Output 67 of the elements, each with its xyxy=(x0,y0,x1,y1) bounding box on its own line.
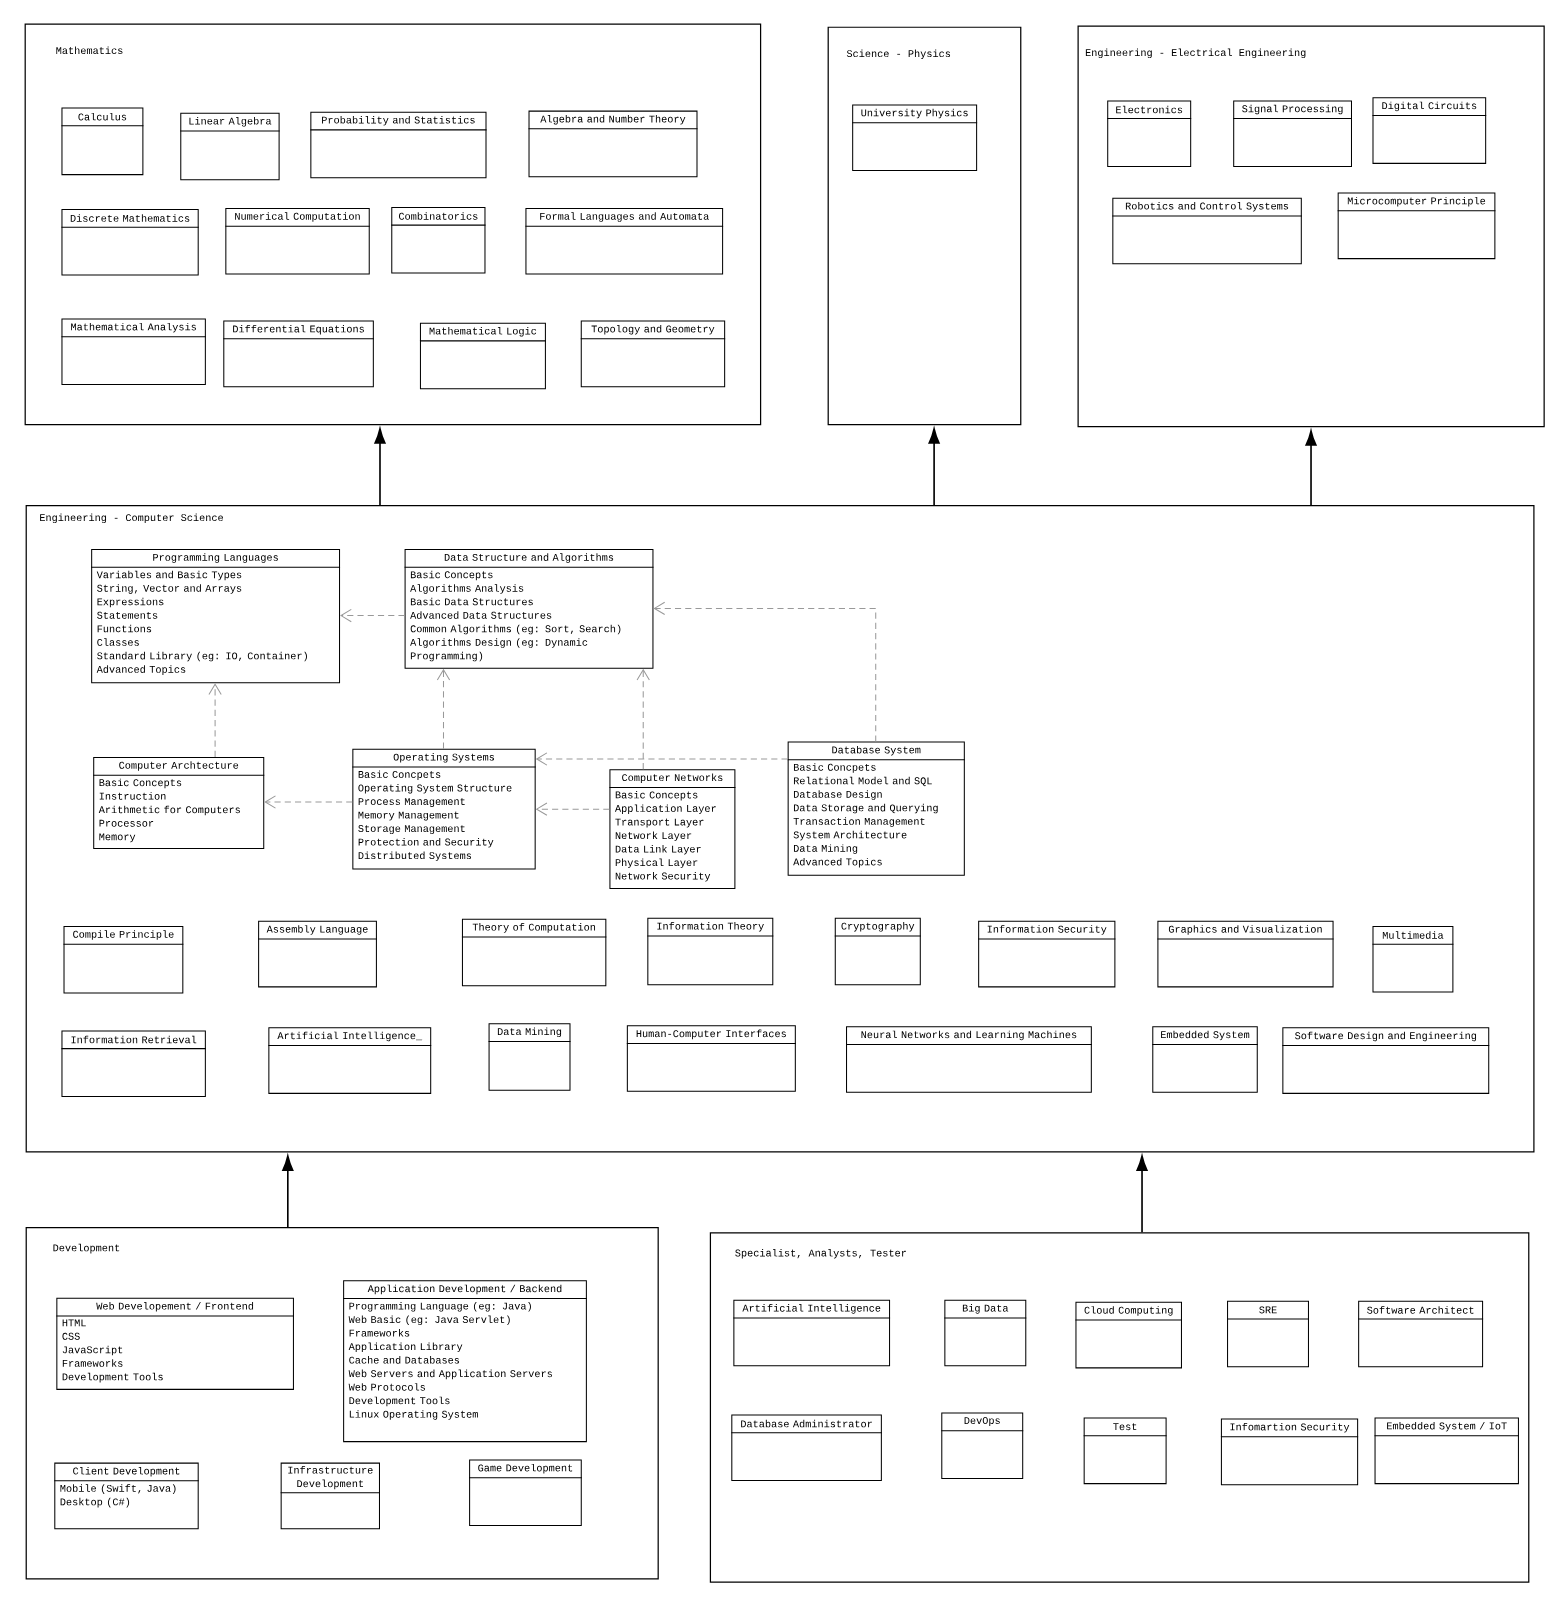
class-box: Operating Systems Basic Concpets Operating System Structure Process Management Memory Management Storage Management Protection and Security Distributed Systems xyxy=(351,748,537,870)
topic-box: Big Data xyxy=(943,1299,1027,1367)
arrow xyxy=(653,601,877,743)
topic-box: Artificial Intelligence xyxy=(732,1299,891,1367)
arrow xyxy=(535,752,789,766)
topic-box: Software Architect xyxy=(1357,1300,1484,1368)
topic-box: SRE xyxy=(1226,1300,1310,1368)
topic-box: Embedded System xyxy=(1151,1026,1259,1093)
class-box: Programming Languages Variables and Basic Types String, Vector and Arrays Expressions Statements Functions Classes Standard Library (eg: IO, Container) Advanced Topics xyxy=(90,549,341,684)
topic-box: Human-Computer Interfaces xyxy=(626,1025,797,1092)
topic-box: Game Development xyxy=(468,1459,583,1527)
topic-box: Database Administrator xyxy=(730,1414,883,1482)
topic-box: Information Theory xyxy=(646,917,774,986)
arrow xyxy=(636,668,650,770)
topic-box: Information Security xyxy=(977,920,1116,988)
topic-box: Infrastructure Development xyxy=(280,1462,381,1530)
topic-box: Signal Processing xyxy=(1232,100,1353,167)
arrow xyxy=(436,668,451,750)
topic-box: Graphics and Visualization xyxy=(1156,920,1335,988)
class-box: Data Structure and Algorithms Basic Concepts Algorithms Analysis Basic Data Structures Advanced Data Structures Common Algorithms (eg: Sort, Search) Algorithms Design (eg: Dynamic Programming) xyxy=(404,549,654,669)
topic-box: Topology and Geometry xyxy=(580,320,726,388)
class-box: Application Development / Backend Programming Language (eg: Java) Web Basic (eg: Java Servlet) Frameworks Application Library Cache and Databases Web Servers and Application Servers Web Protocols Development Tools Linux Operating System xyxy=(342,1280,588,1443)
class-box: Computer Networks Basic Concepts Application Layer Transport Layer Network Layer Data Link Layer Physical Layer Network Security xyxy=(608,769,736,890)
arrow xyxy=(1305,430,1317,506)
topic-box: Mathematical Analysis xyxy=(60,318,207,386)
arrow xyxy=(1136,1155,1148,1233)
arrow xyxy=(374,428,386,506)
topic-box: Cryptography xyxy=(834,917,922,986)
topic-box: Digital Circuits xyxy=(1371,97,1487,164)
topic-box: Infomartion Security xyxy=(1220,1418,1359,1486)
topic-box: Formal Languages and Automata xyxy=(524,207,724,275)
topic-box: Electronics xyxy=(1106,100,1192,167)
topic-box: Multimedia xyxy=(1371,925,1454,993)
class-box: Web Developement / Frontend HTML CSS JavaScript Frameworks Development Tools xyxy=(55,1297,295,1390)
topic-box: Theory of Computation xyxy=(461,918,607,987)
arrow xyxy=(282,1155,294,1228)
topic-box: Robotics and Control Systems xyxy=(1111,197,1303,265)
arrow xyxy=(264,795,353,809)
topic-box: Calculus xyxy=(60,107,144,176)
topic-box: Data Mining xyxy=(488,1023,571,1091)
class-box: Client Development Mobile (Swift, Java) Desktop (C#) xyxy=(53,1462,200,1530)
topic-box: Embedded System / IoT xyxy=(1373,1417,1520,1485)
topic-box: Microcomputer Principle xyxy=(1337,192,1496,260)
topic-box: DevOps xyxy=(940,1412,1024,1479)
topic-box: Assembly Language xyxy=(257,920,378,988)
topic-box: Software Design and Engineering xyxy=(1281,1027,1490,1094)
topic-box: Combinatorics xyxy=(390,206,486,274)
topic-box: Mathematical Logic xyxy=(419,322,547,390)
topic-box: Algebra and Number Theory xyxy=(527,110,698,178)
topic-box: Artificial Intelligence_ xyxy=(267,1027,432,1094)
topic-box: Cloud Computing xyxy=(1074,1301,1183,1369)
arrow xyxy=(535,802,610,816)
topic-box: Probability and Statistics xyxy=(309,111,487,179)
arrow xyxy=(340,608,406,623)
class-box: Computer Archtecture Basic Concepts Instruction Arithmetic for Computers Processor Memory xyxy=(92,756,265,850)
topic-box: Differential Equations xyxy=(222,320,375,388)
topic-box: Numerical Computation xyxy=(224,207,371,275)
topic-box: Compile Principle xyxy=(62,925,184,994)
topic-box: Discrete Mathematics xyxy=(60,208,200,276)
arrow xyxy=(208,683,222,758)
class-box: Database System Basic Concpets Relational Model and SQL Database Design Data Storage and Querying Transaction Management System Architecture Data Mining Advanced Topics xyxy=(787,741,966,876)
topic-box: University Physics xyxy=(851,104,978,172)
topic-box: Test xyxy=(1083,1417,1168,1485)
arrow xyxy=(928,428,940,506)
topic-box: Linear Algebra xyxy=(179,112,281,181)
topic-box: Neural Networks and Learning Machines xyxy=(845,1026,1093,1093)
topic-box: Information Retrieval xyxy=(60,1030,207,1097)
